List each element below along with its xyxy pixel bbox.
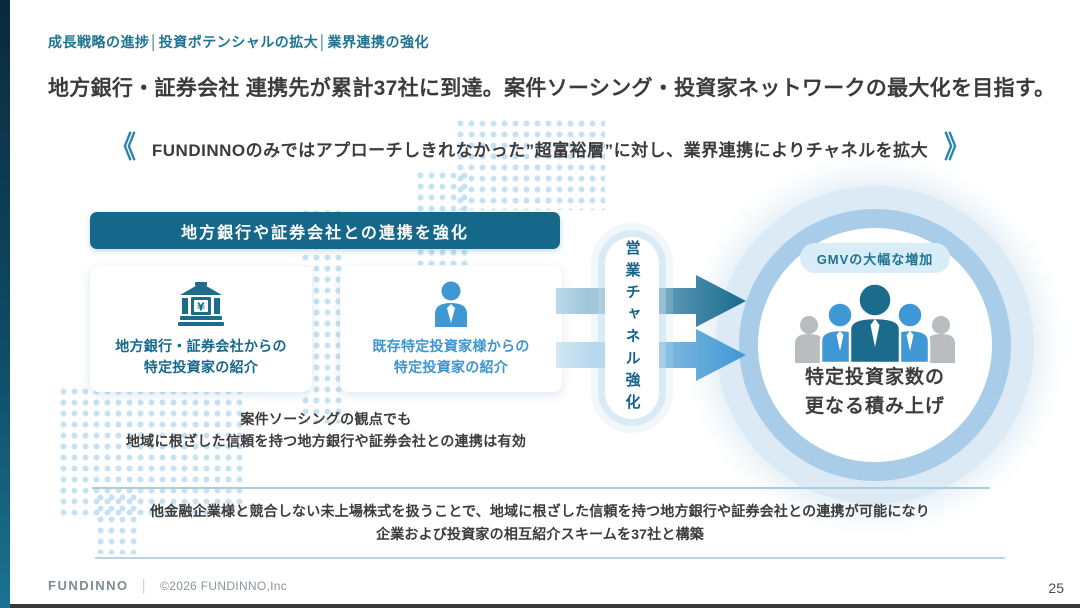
sales-channel-label: 営業チャネル強化 bbox=[623, 240, 641, 416]
bottom-note: 他金融企業様と競合しない未上場株式を扱うことで、地域に根ざした信頼を持つ地方銀行… bbox=[40, 500, 1040, 546]
person-icon bbox=[435, 281, 467, 327]
footer: FUNDINNO │ ©2026 FUNDINNO,Inc bbox=[48, 578, 287, 593]
bank-referral-line2: 特定投資家の紹介 bbox=[143, 358, 259, 375]
chevron-right-icon: 》 bbox=[944, 131, 970, 165]
breadcrumb: 成長戦略の進捗│投資ポテンシャルの拡大│業界連携の強化 bbox=[48, 34, 429, 50]
key-message-banner: 《 FUNDINNOのみではアプローチしきれなかった”超富裕層”に対し、業界連携… bbox=[0, 131, 1080, 165]
content-divider bbox=[92, 487, 990, 489]
bottom-note-line1: 他金融企業様と競合しない未上場株式を扱うことで、地域に根ざした信頼を持つ地方銀行… bbox=[150, 503, 930, 519]
footer-logo: FUNDINNO bbox=[48, 578, 129, 593]
japan-dots-pattern bbox=[58, 386, 243, 516]
japan-dots-pattern bbox=[95, 492, 140, 554]
result-label: 特定投資家数の 更なる積み上げ bbox=[740, 364, 1010, 421]
footer-divider bbox=[95, 557, 1005, 559]
investor-referral-card: 既存特定投資家様からの 特定投資家の紹介 bbox=[340, 266, 562, 392]
page-title: 地方銀行・証券会社 連携先が累計37社に到達。案件ソーシング・投資家ネットワーク… bbox=[48, 77, 1056, 100]
result-label-line1: 特定投資家数の bbox=[804, 367, 945, 388]
bank-referral-label: 地方銀行・証券会社からの 特定投資家の紹介 bbox=[115, 336, 287, 378]
result-label-line2: 更なる積み上げ bbox=[804, 395, 945, 417]
investor-referral-label: 既存特定投資家様からの 特定投資家の紹介 bbox=[372, 336, 529, 378]
investor-referral-line1: 既存特定投資家様からの bbox=[372, 337, 530, 354]
strategy-header-label: 地方銀行や証券会社との連携を強化 bbox=[181, 224, 469, 242]
people-group-icon bbox=[795, 282, 955, 363]
svg-text:¥: ¥ bbox=[197, 300, 205, 313]
bank-referral-line1: 地方銀行・証券会社からの bbox=[115, 337, 287, 354]
key-message-text: FUNDINNOのみではアプローチしきれなかった”超富裕層”に対し、業界連携によ… bbox=[151, 141, 929, 160]
page-number: 25 bbox=[1048, 580, 1064, 596]
sourcing-note: 案件ソーシングの観点でも 地域に根ざした信頼を持つ地方銀行や証券会社との連携は有… bbox=[90, 408, 562, 453]
sales-channel-pill: 営業チャネル強化 bbox=[605, 237, 659, 419]
sourcing-note-line2: 地域に根ざした信頼を持つ地方銀行や証券会社との連携は有効 bbox=[125, 433, 527, 450]
footer-copyright: ©2026 FUNDINNO,Inc bbox=[160, 578, 288, 593]
sourcing-note-line1: 案件ソーシングの観点でも bbox=[240, 411, 412, 427]
bank-icon: ¥ bbox=[178, 281, 224, 326]
bank-referral-card: ¥ 地方銀行・証券会社からの 特定投資家の紹介 bbox=[90, 266, 312, 392]
japan-dots-pattern bbox=[455, 118, 605, 210]
gmv-badge-label: GMVの大幅な増加 bbox=[816, 251, 934, 267]
left-accent-bar bbox=[0, 0, 10, 608]
strategy-header-bar: 地方銀行や証券会社との連携を強化 bbox=[90, 212, 560, 249]
footer-separator: │ bbox=[140, 578, 149, 593]
bottom-edge-strip bbox=[0, 604, 1080, 608]
investor-referral-line2: 特定投資家の紹介 bbox=[393, 358, 509, 375]
gmv-badge: GMVの大幅な増加 bbox=[800, 243, 950, 273]
bottom-note-line2: 企業および投資家の相互紹介スキームを37社と構築 bbox=[376, 526, 704, 543]
chevron-left-icon: 《 bbox=[110, 131, 136, 165]
